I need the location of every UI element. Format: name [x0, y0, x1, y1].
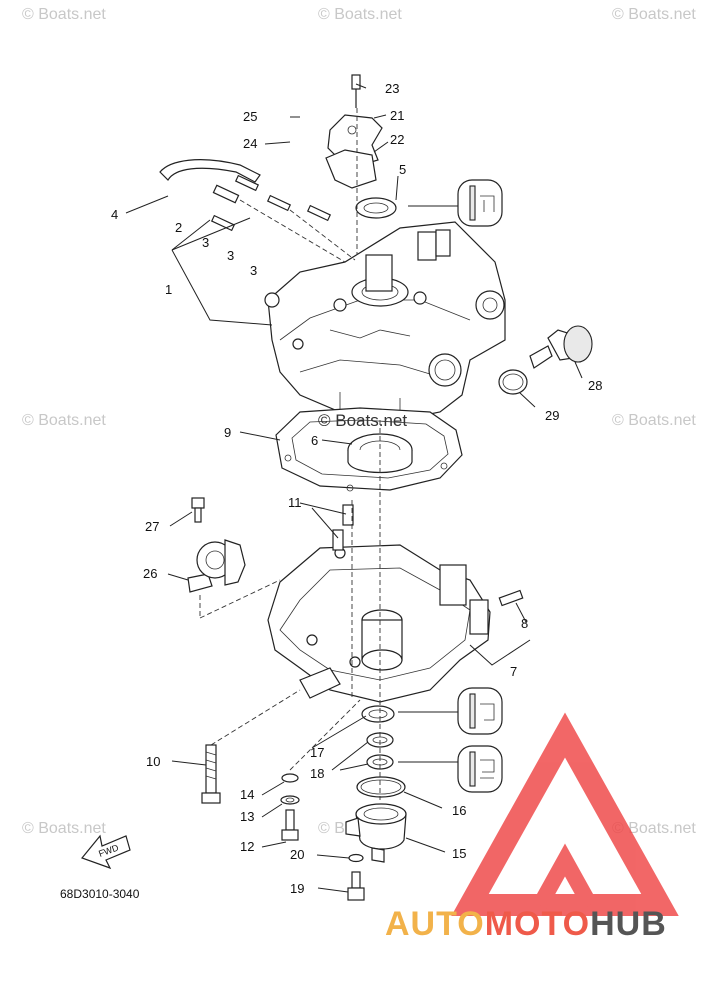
washer-13 [280, 795, 300, 805]
o-ring-16 [356, 776, 406, 798]
callout-26: 26 [143, 566, 157, 581]
callout-7: 7 [510, 664, 517, 679]
dowel-sleeves-11 [332, 504, 354, 551]
breather-tube-4 [159, 159, 261, 183]
callout-28: 28 [588, 378, 602, 393]
oil-seal-17 [361, 705, 395, 723]
o-ring-29 [498, 369, 528, 395]
callout-29: 29 [545, 408, 559, 423]
callout-8: 8 [521, 616, 528, 631]
washer-20 [348, 853, 364, 863]
crankcase-upper [264, 221, 506, 421]
callout-4: 4 [111, 207, 118, 222]
callout-22: 22 [390, 132, 404, 147]
watermark-center: © Boats.net [318, 411, 408, 430]
callout-12: 12 [240, 839, 254, 854]
callout-3-mid: 3 [227, 248, 234, 263]
drain-plug-28 [529, 325, 593, 369]
bolt-19 [347, 871, 365, 901]
callout-2: 2 [175, 220, 182, 235]
callout-13: 13 [240, 809, 254, 824]
bolt-27 [191, 497, 205, 523]
callout-5: 5 [399, 162, 406, 177]
oil-seal-5 [355, 197, 397, 219]
dowel-pins-2-3 [210, 174, 356, 263]
callout-9: 9 [224, 425, 231, 440]
detail-seal-lower-2 [398, 745, 503, 793]
callout-17: 17 [310, 745, 324, 760]
callout-11: 11 [288, 495, 302, 510]
callout-19: 19 [290, 881, 304, 896]
callout-14: 14 [240, 787, 254, 802]
callout-6: 6 [311, 433, 318, 448]
watermark-mid-left: © Boats.net [22, 412, 106, 429]
diagram-code: 68D3010-3040 [60, 887, 140, 901]
logo-part-moto: MOTO [484, 905, 591, 943]
callout-10: 10 [146, 754, 160, 769]
logo-part-hub: HUB [590, 905, 667, 943]
callout-20: 20 [290, 847, 304, 862]
callout-3-right: 3 [250, 263, 257, 278]
callout-25: 25 [243, 109, 257, 124]
bolt-8 [498, 589, 524, 607]
cover-plate-21 [325, 74, 383, 255]
detail-seal-upper [408, 179, 503, 227]
callout-bracket-1 [171, 217, 273, 326]
callout-numbers: 23 21 22 25 24 5 4 2 3 3 3 1 28 29 9 6 1… [111, 81, 602, 896]
callout-3-left: 3 [202, 235, 209, 250]
watermark-top-left: © Boats.net [22, 6, 106, 23]
callout-27: 27 [145, 519, 159, 534]
housing-15 [345, 803, 407, 863]
fwd-arrow-icon: FWD [80, 834, 131, 870]
oil-pump-26 [187, 539, 281, 619]
callout-1: 1 [165, 282, 172, 297]
automotohub-wordmark: AUTOMOTOHUB [385, 905, 667, 944]
callout-15: 15 [452, 846, 466, 861]
detail-seal-lower-1 [398, 687, 503, 735]
callout-23: 23 [385, 81, 399, 96]
watermark-top-center: © Boats.net [318, 6, 402, 23]
bolt-10 [201, 689, 301, 804]
leader-lines [125, 83, 583, 893]
callout-21: 21 [390, 108, 404, 123]
callout-18: 18 [310, 766, 324, 781]
watermark-bottom-right: © Boats.net [612, 820, 696, 837]
watermark-bottom-left: © Boats.net [22, 820, 106, 837]
watermark-top-right: © Boats.net [612, 6, 696, 23]
callout-24: 24 [243, 136, 257, 151]
bolt-12 [281, 809, 299, 841]
automotohub-logo-mark [451, 712, 679, 916]
crankcase-lower [267, 544, 491, 703]
callout-16: 16 [452, 803, 466, 818]
washer-14 [281, 773, 299, 783]
callout-bracket-7 [469, 639, 531, 666]
logo-part-auto: AUTO [385, 905, 485, 943]
watermark-mid-right: © Boats.net [612, 412, 696, 429]
